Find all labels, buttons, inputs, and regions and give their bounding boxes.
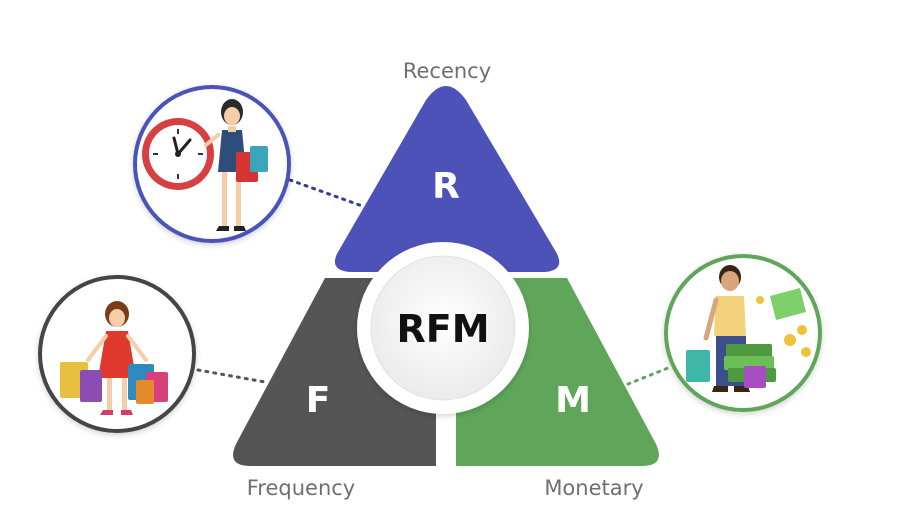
- recency-label: Recency: [403, 59, 491, 83]
- recency-illustration: [133, 85, 291, 243]
- recency-segment: [334, 86, 560, 272]
- frequency-letter: F: [306, 380, 331, 421]
- recency-letter: R: [432, 166, 460, 207]
- monetary-illustration: [664, 254, 822, 412]
- recency-connector: [288, 178, 367, 209]
- frequency-label: Frequency: [247, 476, 356, 500]
- monetary-connector: [626, 366, 670, 386]
- shopping-bags-icon: [686, 350, 766, 388]
- man-with-money-figure: [703, 265, 750, 392]
- center-circle: [370, 255, 516, 401]
- woman-with-bags-figure: [204, 99, 268, 231]
- center-label: RFM: [396, 307, 489, 351]
- clock-icon: [142, 118, 214, 190]
- frequency-illustration: [38, 275, 196, 433]
- monetary-label: Monetary: [544, 476, 643, 500]
- frequency-connector: [196, 368, 267, 384]
- woman-shopping-figure: [86, 301, 148, 415]
- shopping-bags-icon: [60, 362, 168, 404]
- monetary-letter: M: [555, 380, 591, 421]
